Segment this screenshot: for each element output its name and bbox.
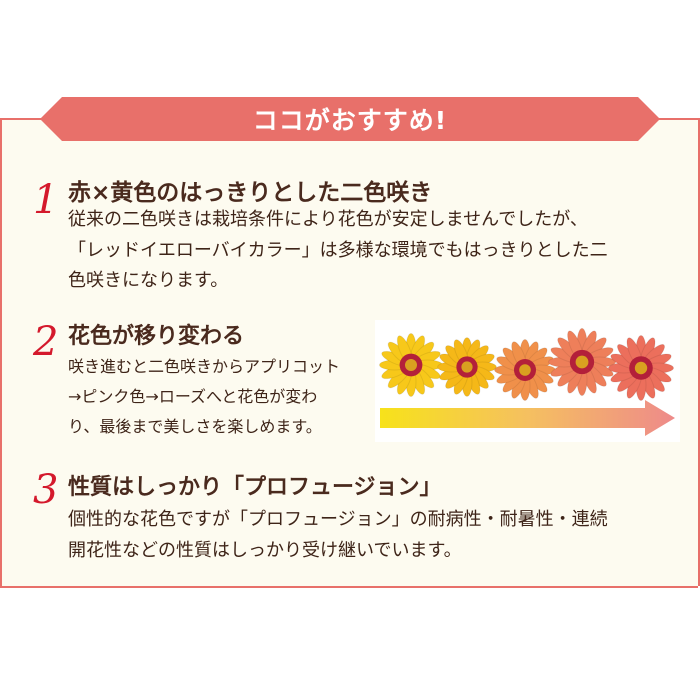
flower [607,334,675,402]
section-heading-1: 赤×黄色のはっきりとした二色咲き [68,180,433,206]
recommendation-banner: ココがおすすめ! [40,97,660,141]
section-2-line-3: り、最後まで美しさを楽しめます。 [68,417,322,436]
flower-center [405,359,417,371]
banner-title: ココがおすすめ! [252,106,448,135]
section-3-line-2: 開花性などの性質はしっかり受け継いでいます。 [68,540,462,561]
flower-center [519,364,531,376]
section-number-2: 2 [33,319,59,365]
flower-color-progression-image [375,320,680,442]
progression-arrow [380,400,675,436]
section-3-line-1: 個性的な花色ですが「プロフュージョン」の耐病性・耐暑性・連続 [68,509,608,530]
section-2-line-2: →ピンク色→ローズへと花色が変わ [68,387,318,406]
section-heading-3: 性質はしっかり「プロフュージョン」 [68,475,442,500]
flower-center [634,361,648,375]
section-2-line-1: 咲き進むと二色咲きからアプリコット [68,357,341,376]
section-1-line-2: 「レッドイエローバイカラー」は多様な環境でもはっきりとした二 [68,240,608,261]
section-1-line-1: 従来の二色咲きは栽培条件により花色が安定しませんでしたが、 [68,209,588,230]
flower [494,339,556,401]
flower [547,327,617,397]
flower-center [461,361,473,373]
section-heading-2: 花色が移り変わる [68,324,245,349]
flower [379,333,443,397]
flower [437,337,497,397]
flower-center [575,355,589,369]
section-1-line-3: 色咲きになります。 [68,270,229,291]
flowers-illustration [379,327,675,436]
section-number-1: 1 [33,177,59,223]
section-number-3: 3 [33,467,59,513]
